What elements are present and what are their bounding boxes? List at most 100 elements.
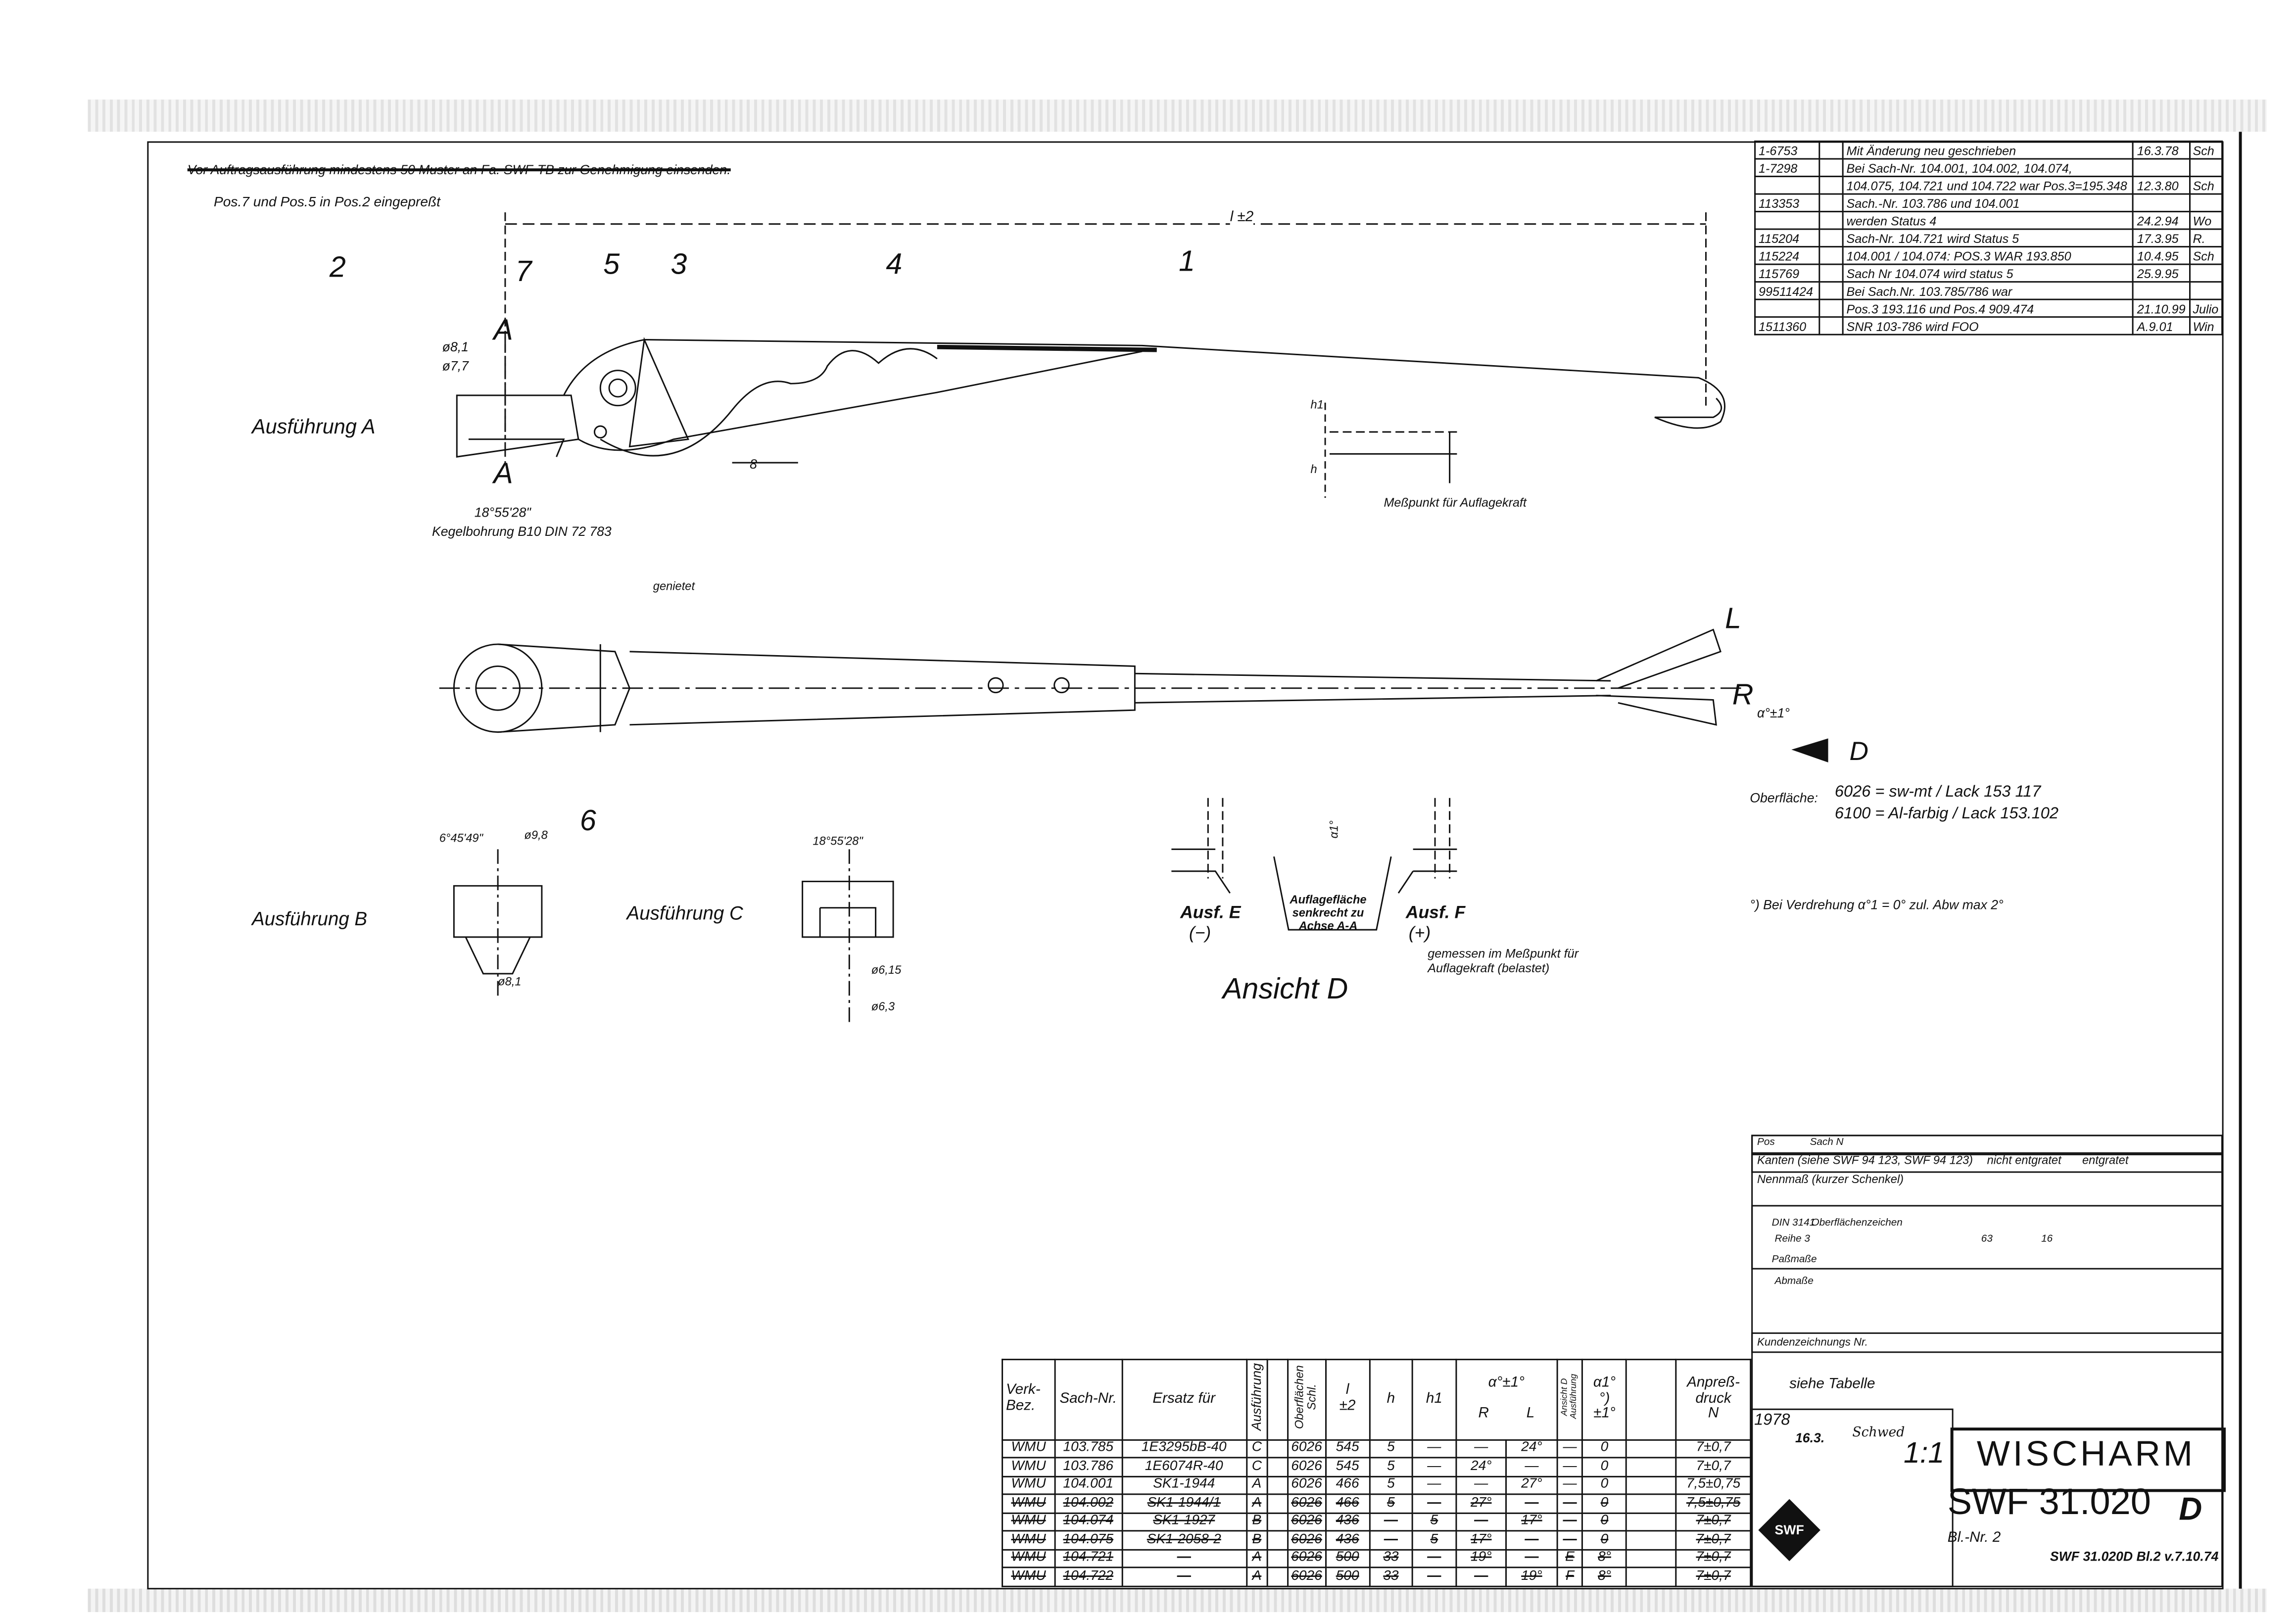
tb-rauh-63: 63 (1981, 1234, 1993, 1245)
revision-date (2132, 158, 2190, 178)
dia-8-1: ø8,1 (442, 339, 469, 355)
cell-blank (1266, 1457, 1289, 1477)
header-alpha1-cell: α1° °)±1° (1582, 1359, 1627, 1440)
cell-blank (1266, 1512, 1289, 1532)
cell-h1: — (1412, 1493, 1457, 1514)
revision-index (1818, 298, 1844, 318)
cell-verk: WMU (1002, 1548, 1055, 1568)
cell-h: 5 (1368, 1457, 1414, 1477)
header-l-cell: l±2 (1325, 1359, 1370, 1440)
cell-h: 33 (1368, 1567, 1414, 1587)
riveted-label: genietet (653, 579, 695, 593)
cell-h1: — (1412, 1438, 1457, 1459)
tb-nicht-entgratet: nicht entgratet (1987, 1153, 2061, 1167)
revision-index (1818, 211, 1844, 230)
cell-verk: WMU (1002, 1512, 1055, 1532)
tb-siehe-tabelle: siehe Tabelle (1789, 1376, 1875, 1393)
cell-blank (1266, 1530, 1289, 1550)
title-frame (1950, 1427, 2226, 1492)
cell-ersatz: SK1-1944/1 (1121, 1493, 1247, 1514)
cell-sach: 104.001 (1053, 1475, 1123, 1495)
drawing-title: WISCHARM (1976, 1435, 2196, 1474)
cell-h1: — (1412, 1548, 1457, 1568)
header-ansicht: Ansicht D Ausführung (1560, 1374, 1579, 1420)
surface-6026: 6026 = sw-mt / Lack 153 117 (1834, 783, 2041, 801)
variant-c-label: Ausführung C (626, 902, 743, 924)
cell-alpha1: 0 (1582, 1493, 1627, 1514)
revision-date: 16.3.78 (2132, 141, 2190, 160)
cell-blank (1266, 1475, 1289, 1495)
cell-blank (1625, 1457, 1677, 1477)
header-oberfl: Oberflächen Schl. (1292, 1365, 1319, 1429)
cell-ausf: B (1245, 1530, 1268, 1550)
revision-sign: Sch (2188, 246, 2223, 265)
cell-r: 27° (1455, 1493, 1507, 1514)
cell-ausf: A (1245, 1493, 1268, 1514)
alpha1-label: α1° (1327, 820, 1341, 839)
right-label: R (1732, 679, 1754, 712)
header-anpress-unit: N (1708, 1405, 1719, 1422)
cell-h1: 5 (1412, 1530, 1457, 1550)
revision-date: 25.9.95 (2132, 263, 2190, 283)
cell-ersatz: SK1-1927 (1121, 1512, 1247, 1532)
cell-ansicht: — (1556, 1438, 1584, 1459)
cell-sach: 104.074 (1053, 1512, 1123, 1532)
cell-ersatz: — (1121, 1567, 1247, 1587)
cell-sach: 104.002 (1053, 1493, 1123, 1514)
header-h1: h1 (1412, 1359, 1457, 1440)
scan-edge-bottom (88, 1588, 2267, 1613)
cell-h: — (1368, 1530, 1414, 1550)
cell-l: — (1505, 1530, 1558, 1550)
cell-l: 466 (1325, 1493, 1370, 1514)
revision-text: 104.001 / 104.074: POS.3 WAR 193.850 (1842, 246, 2134, 265)
view-d-title: Ansicht D (1222, 973, 1348, 1006)
header-h: h (1368, 1359, 1414, 1440)
surface-perpendicular-note: Auflagefläche senkrecht zu Achse A-A (1290, 893, 1367, 933)
revision-index (1818, 228, 1844, 248)
cell-l: 24° (1505, 1438, 1558, 1459)
tb-kanten: Kanten (siehe SWF 94 123, SWF 94 123) (1757, 1153, 1973, 1167)
cell-blank (1625, 1530, 1677, 1550)
header-anpress: Anpreß-druck (1687, 1375, 1740, 1407)
cell-sach: 104.722 (1053, 1567, 1123, 1587)
cell-blank (1625, 1493, 1677, 1514)
position-label-7: 7 (515, 256, 532, 288)
cell-ansicht: E (1556, 1548, 1584, 1568)
cell-verk: WMU (1002, 1567, 1055, 1587)
header-ausf: Ausführung (1248, 1363, 1263, 1431)
tb-entgratet: entgratet (2082, 1153, 2129, 1167)
cell-oberfl: 6026 (1287, 1567, 1327, 1587)
revision-sign: Sch (2188, 176, 2223, 195)
taper-bore-note: Kegelbohrung B10 DIN 72 783 (431, 524, 612, 539)
cell-blank (1625, 1567, 1677, 1587)
cell-oberfl: 6026 (1287, 1530, 1327, 1550)
arm-top-view (439, 628, 1828, 762)
variant-f-sign: (+) (1408, 922, 1431, 943)
cell-oberfl: 6026 (1287, 1548, 1327, 1568)
cell-alpha1: 0 (1582, 1530, 1627, 1550)
tb-din: DIN 3141 (1771, 1218, 1816, 1229)
cell-ersatz: 1E6074R-40 (1121, 1457, 1247, 1477)
revision-index (1818, 263, 1844, 283)
header-blank (1266, 1359, 1289, 1440)
revision-sign (2188, 263, 2223, 283)
cell-h1: — (1412, 1567, 1457, 1587)
cell-anpress: 7±0,7 (1675, 1530, 1752, 1550)
scan-edge-top (88, 99, 2267, 132)
revision-number: 1511360 (1754, 316, 1820, 335)
revision-sign (2188, 193, 2223, 213)
cell-sach: 104.721 (1053, 1548, 1123, 1568)
revision-date (2132, 193, 2190, 213)
variant-c-angle: 18°55'28" (813, 834, 863, 848)
cell-anpress: 7,5±0,75 (1675, 1493, 1752, 1514)
position-label-3: 3 (670, 249, 687, 282)
variant-b-drawing (453, 849, 543, 996)
